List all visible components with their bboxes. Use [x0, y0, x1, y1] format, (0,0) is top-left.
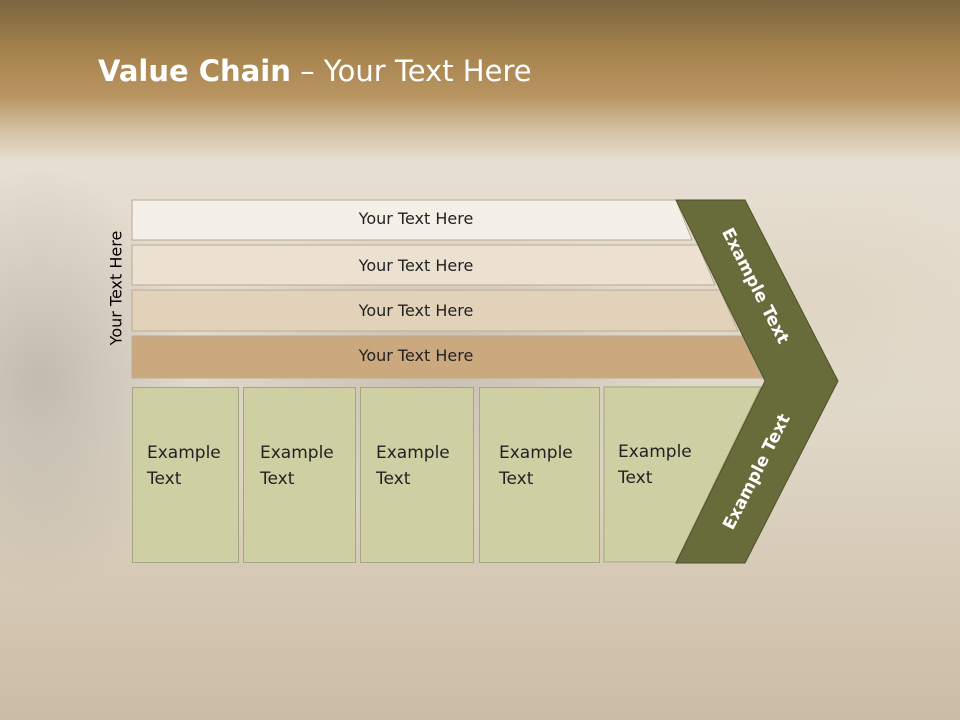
chevron-arrow [675, 199, 839, 564]
activity-box-3-text: Example Text [376, 443, 450, 489]
row-bar-3 [131, 289, 739, 332]
activity-box-1-text: Example Text [147, 443, 221, 489]
row-label-1: Your Text Here [358, 209, 474, 228]
activity-box-2-text: Example Text [260, 443, 334, 489]
activity-box-3: Example Text [360, 387, 474, 563]
activity-box-4: Example Text [479, 387, 600, 563]
row-label-4: Your Text Here [358, 346, 474, 365]
row-label-3: Your Text Here [358, 301, 474, 320]
activity-box-4-text: Example Text [499, 443, 573, 489]
header-band [0, 0, 960, 160]
title-bold: Value Chain [98, 54, 291, 88]
activity-box-2: Example Text [243, 387, 356, 563]
slide-title: Value Chain – Your Text Here [98, 54, 532, 88]
diagram-reflection: Example Text Example Text Example Text E… [0, 564, 960, 714]
row-bar-4 [131, 335, 763, 379]
reflection-shapes [0, 564, 960, 714]
title-rest: – Your Text Here [290, 54, 532, 88]
reflection-content: Example Text Example Text Example Text E… [0, 564, 960, 714]
activity-box-1: Example Text [132, 387, 239, 563]
activity-box-5-text: Example Text [618, 442, 692, 488]
row-bar-2 [131, 244, 716, 286]
row-label-2: Your Text Here [358, 256, 474, 275]
row-bar-1 [131, 199, 693, 241]
